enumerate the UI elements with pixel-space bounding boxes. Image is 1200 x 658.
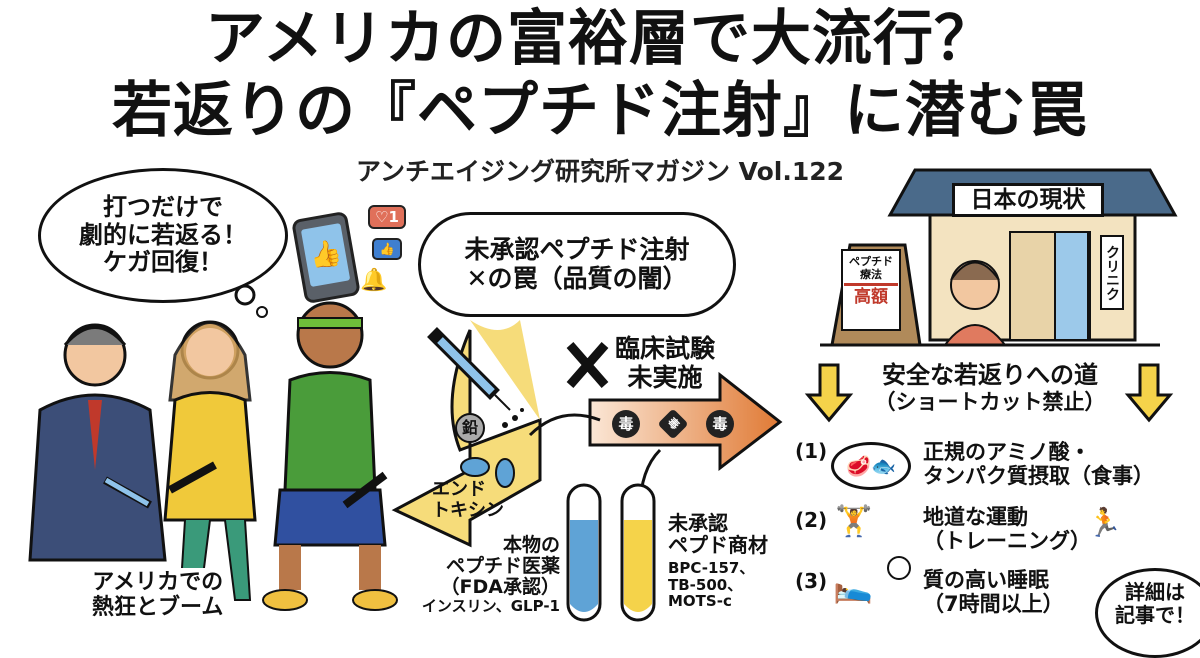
step-number: (1) (795, 439, 828, 463)
step-1: (1) 🥩🐟 正規のアミノ酸・ タンパク質摂取（食事） (795, 440, 1195, 500)
clock-icon (887, 556, 911, 580)
endotoxin-line: トキシン (432, 499, 504, 521)
step-text: 質の高い睡眠 （7時間以上） (923, 568, 1064, 616)
toxin-icons: 毒 毒 毒 (612, 408, 734, 440)
step-number: (2) (795, 508, 828, 532)
wealthy-people-illustration (28, 301, 398, 611)
clinical-line: 臨床試験 (615, 334, 716, 363)
bubble-text-row: ✕の罠（品質の闇） (466, 263, 688, 294)
thought-dots (234, 284, 268, 318)
bubble-text: 未承認ペプチド注射 (464, 234, 690, 264)
cta-line: 詳細は (1125, 580, 1185, 604)
endotoxin-label: エンド トキシン (432, 479, 504, 521)
toxin-icon: 毒 (612, 410, 640, 438)
step-line: タンパク質摂取（食事） (923, 464, 1154, 489)
unapproved-line: ペプド商材 (668, 533, 768, 557)
unapproved-line: MOTS-c (668, 592, 732, 610)
heading-line: （ショートカット禁止） (874, 389, 1106, 414)
step-2: (2) 🏋 地道な運動 （トレーニング） 🏃 (795, 504, 1195, 565)
board-line: ペプチド (849, 255, 893, 268)
genuine-line: ペプチド医薬 (445, 554, 560, 577)
step-line: 正規のアミノ酸・ (923, 440, 1091, 464)
clinic-sign: 日本の現状 (952, 183, 1104, 217)
step-line: （トレーニング） (923, 529, 1091, 554)
caption-line: 熱狂とブーム (92, 595, 224, 621)
board-line: 療法 (844, 268, 898, 287)
notification-count: 1 (388, 208, 399, 226)
title-line-2: 若返りの『ペプチド注射』に潜む罠 (112, 76, 1088, 146)
title-line-1: アメリカの富裕層で大流行？ (205, 4, 995, 74)
running-icon: 🏃 (1087, 506, 1122, 539)
caption-line: アメリカでの (92, 570, 224, 595)
clinical-trial-label: 臨床試験 未実施 (615, 334, 716, 393)
step-3: (3) 🛌 質の高い睡眠 （7時間以上） (795, 556, 1195, 628)
heading-line: 安全な若返りへの道 (882, 361, 1098, 389)
step-line: 地道な運動 (923, 505, 1028, 529)
endotoxin-line: エンド (432, 479, 486, 500)
step-text: 地道な運動 （トレーニング） (923, 505, 1091, 553)
read-more-bubble[interactable]: 詳細は 記事で！ (1095, 568, 1200, 658)
trap-speech-bubble: 未承認ペプチド注射 ✕の罠（品質の闇） (418, 212, 736, 317)
exercise-icon: 🏋 (835, 504, 873, 539)
genuine-peptide-label: 本物の ペプチド医薬 （FDA承認） インスリン、GLP-1 (395, 535, 560, 614)
safe-path-heading: 安全な若返りへの道 （ショートカット禁止） (850, 361, 1130, 414)
bubble-text: ケガ回復！ (103, 248, 223, 277)
down-arrow-icons (804, 363, 1174, 423)
bell-icon: 🔔 (360, 268, 388, 293)
unapproved-line: BPC-157、 (668, 559, 755, 577)
step-line: 質の高い睡眠 (923, 568, 1049, 592)
bubble-text: の罠（品質の闇） (487, 263, 688, 293)
unapproved-product-label: 未承認 ペプド商材 BPC-157、 TB-500、 MOTS-c (668, 512, 768, 610)
subtitle: アンチエイジング研究所マガジン Vol.122 (355, 157, 845, 186)
genuine-line: （FDA承認） (440, 575, 560, 598)
bubble-text: 劇的に若返る！ (79, 220, 247, 249)
toxin-icon: 毒 (657, 408, 689, 440)
hype-speech-bubble: 打つだけで 劇的に若返る！ ケガ回復！ (38, 168, 288, 303)
unapproved-line: TB-500、 (668, 575, 743, 594)
bed-sleep-icon: 🛌 (833, 567, 873, 605)
food-plate-icon: 🥩🐟 (831, 442, 911, 490)
clinical-line: 未実施 (627, 362, 703, 392)
bubble-text: 打つだけで (103, 193, 223, 222)
crossed-bandage-icon: ✕ (466, 263, 488, 293)
thumbs-up-icon: 👍 (372, 238, 402, 260)
step-text: 正規のアミノ酸・ タンパク質摂取（食事） (923, 440, 1154, 488)
genuine-line: 本物の (502, 534, 560, 556)
toxin-icon: 毒 (706, 410, 734, 438)
step-line: （7時間以上） (923, 592, 1064, 617)
genuine-line: インスリン、GLP-1 (421, 596, 560, 615)
like-notification-badge: ♡1 (368, 205, 406, 229)
price-board: ペプチド 療法 高額 (844, 255, 898, 308)
boom-caption: アメリカでの 熱狂とブーム (88, 568, 228, 623)
clinic-vertical-sign: クリニク (1100, 235, 1124, 310)
lead-icon: 鉛 (455, 413, 485, 443)
cta-line: 記事で！ (1115, 603, 1195, 627)
step-number: (3) (795, 569, 828, 593)
board-line: 高額 (854, 287, 888, 308)
smartphone-icon: 👍 (291, 210, 361, 305)
unapproved-line: 未承認 (668, 511, 728, 535)
